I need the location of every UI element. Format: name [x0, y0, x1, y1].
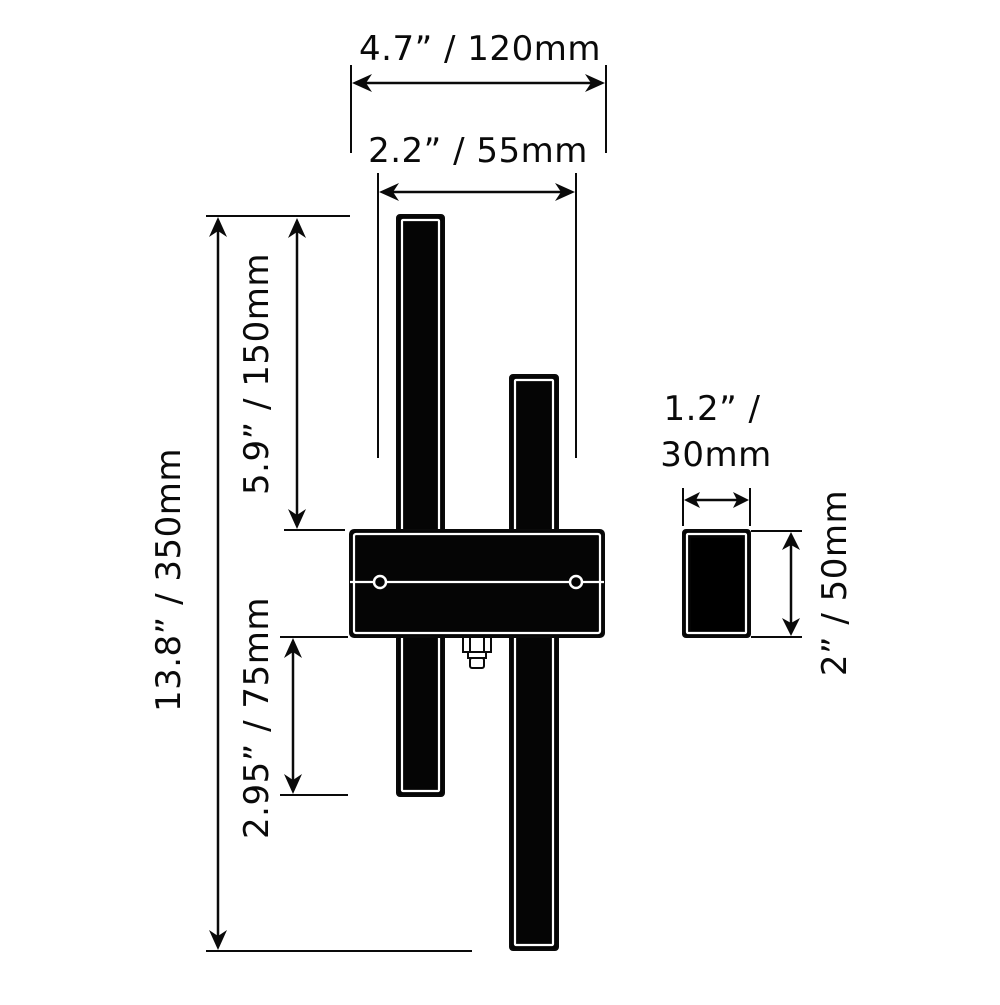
right-light-bar — [509, 374, 559, 951]
bar-cross-section — [682, 529, 751, 638]
arrow-down-icon — [288, 509, 306, 529]
arrow-right-icon — [555, 183, 575, 201]
overall-height-dimension: 13.8” / 350mm — [149, 215, 472, 952]
arrow-down-icon — [284, 774, 302, 794]
hex-nut-fitting-icon — [462, 635, 492, 669]
mounting-base-plate — [349, 529, 605, 638]
arrow-down-icon — [209, 930, 227, 950]
mounting-screw-left-icon — [372, 574, 388, 590]
arrow-left-icon — [684, 492, 700, 508]
arrow-up-icon — [782, 532, 800, 550]
upper-extension-dimension: 5.9” / 150mm — [237, 218, 345, 531]
profile-width-label-line2: 30mm — [660, 435, 772, 475]
arrow-up-icon — [288, 218, 306, 238]
arrow-left-icon — [352, 74, 372, 92]
overall-width-dimension: 4.7” / 120mm — [350, 29, 607, 153]
arrow-left-icon — [379, 183, 399, 201]
arrow-up-icon — [284, 638, 302, 658]
overall-height-label: 13.8” / 350mm — [149, 448, 189, 712]
cross-section-detail: 1.2” / 30mm 2” / 50mm — [660, 389, 855, 676]
profile-depth-label: 2” / 50mm — [815, 490, 855, 676]
bar-spacing-label: 2.2” / 55mm — [368, 131, 588, 171]
bar-spacing-dimension: 2.2” / 55mm — [368, 131, 588, 458]
arrow-up-icon — [209, 217, 227, 237]
arrow-right-icon — [585, 74, 605, 92]
upper-extension-label: 5.9” / 150mm — [237, 253, 277, 495]
lower-extension-label: 2.95” / 75mm — [237, 597, 277, 839]
overall-width-label: 4.7” / 120mm — [359, 29, 601, 69]
lower-extension-dimension: 2.95” / 75mm — [237, 597, 348, 839]
mounting-screw-right-icon — [568, 574, 584, 590]
profile-width-label-line1: 1.2” / — [664, 389, 761, 429]
arrow-down-icon — [782, 618, 800, 636]
arrow-right-icon — [733, 492, 749, 508]
light-fixture — [349, 214, 605, 951]
left-light-bar — [396, 214, 445, 797]
